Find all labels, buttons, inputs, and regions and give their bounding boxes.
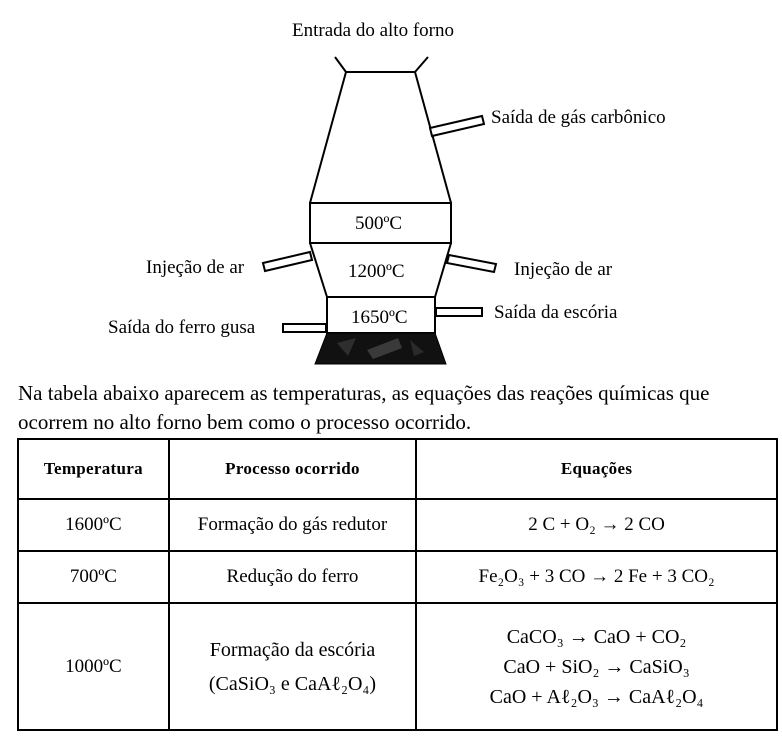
process-label: Formação da escória — [209, 638, 376, 661]
zone-1200-label: 1200ºC — [348, 261, 405, 282]
table-row: 700ºC Redução do ferro Fe₂O₃ + 3 CO → 2 … — [17, 550, 778, 604]
reactions-table: Temperatura Processo ocorrido Equações 1… — [17, 438, 778, 731]
intro-paragraph: Na tabela abaixo aparecem as temperatura… — [18, 381, 710, 434]
zone-1650-label: 1650ºC — [351, 307, 408, 328]
header-temperature: Temperatura — [17, 438, 170, 500]
temperature-cell: 1600ºC — [17, 498, 170, 552]
header-equations: Equações — [415, 438, 778, 500]
temperature-cell: 700ºC — [17, 550, 170, 604]
process-cell: Formação do gás redutor — [167, 498, 418, 552]
equation: 2 C + O₂ → 2 CO — [528, 514, 665, 535]
process-cell: Formação da escória (CaSiO₃ e CaAℓ₂O₄) — [167, 602, 418, 731]
temperature-cell: 1000ºC — [17, 602, 170, 731]
equation: CaO + SiO₂ → CaSiO₃ — [503, 655, 690, 678]
equation-cell: 2 C + O₂ → 2 CO — [415, 498, 778, 552]
equation: CaCO₃ → CaO + CO₂ — [506, 625, 687, 648]
blast-furnace-diagram — [261, 56, 498, 365]
furnace-inlet-label: Entrada do alto forno — [292, 20, 454, 41]
equation-cell: CaCO₃ → CaO + CO₂ CaO + SiO₂ → CaSiO₃ Ca… — [415, 602, 778, 731]
equation-cell: Fe₂O₃ + 3 CO → 2 Fe + 3 CO₂ — [415, 550, 778, 604]
equation: CaO + Aℓ₂O₃ → CaAℓ₂O₄ — [489, 685, 704, 708]
equation: Fe₂O₃ + 3 CO → 2 Fe + 3 CO₂ — [478, 566, 715, 587]
process-cell: Redução do ferro — [167, 550, 418, 604]
process-detail: (CaSiO₃ e CaAℓ₂O₄) — [208, 672, 377, 695]
co2-outlet-label: Saída de gás carbônico — [491, 107, 666, 128]
table-header-row: Temperatura Processo ocorrido Equações — [17, 438, 778, 500]
header-process: Processo ocorrido — [167, 438, 418, 500]
table-row: 1000ºC Formação da escória (CaSiO₃ e CaA… — [17, 602, 778, 731]
air-injection-left-label: Injeção de ar — [146, 257, 245, 278]
air-injection-right-label: Injeção de ar — [514, 259, 613, 280]
table-row: 1600ºC Formação do gás redutor 2 C + O₂ … — [17, 498, 778, 552]
slag-outlet-label: Saída da escória — [494, 302, 618, 323]
iron-outlet-label: Saída do ferro gusa — [108, 317, 256, 338]
zone-500-label: 500ºC — [355, 213, 403, 234]
